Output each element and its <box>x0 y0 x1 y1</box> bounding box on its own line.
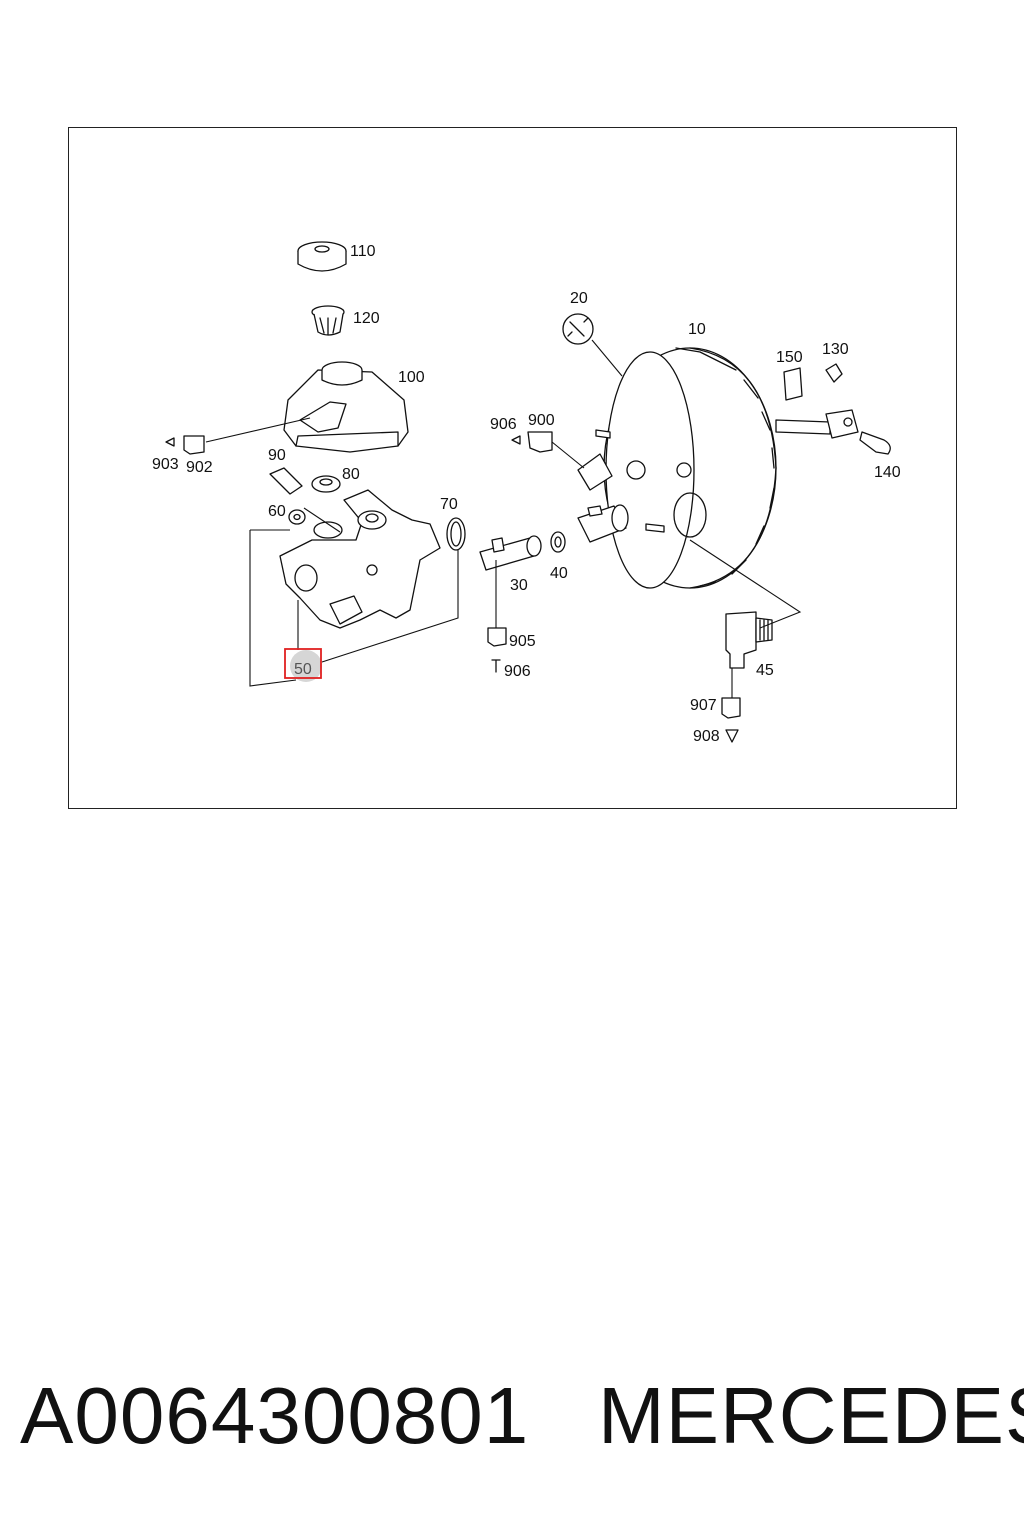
part-pushrod <box>775 363 891 455</box>
parts-diagram: 110 120 100 20 10 150 130 906 900 903 90… <box>152 241 901 745</box>
parts-diagram-frame <box>68 127 957 809</box>
label-20: 20 <box>570 290 588 307</box>
highlight-disc <box>290 650 322 682</box>
part-905-connector <box>487 627 507 673</box>
label-60: 60 <box>268 503 286 520</box>
part-110-cap <box>297 241 347 272</box>
label-900: 900 <box>528 412 555 429</box>
label-50: 50 <box>294 661 312 678</box>
part-100-reservoir <box>283 361 409 453</box>
label-905: 905 <box>509 633 536 650</box>
part-80-grommet <box>311 475 341 493</box>
part-50-master-cylinder <box>279 489 441 629</box>
label-120: 120 <box>353 310 380 327</box>
label-70: 70 <box>440 496 458 513</box>
label-80: 80 <box>342 466 360 483</box>
part-10-brake-booster <box>595 347 777 589</box>
label-10: 10 <box>688 321 706 338</box>
footer: A0064300801 MERCEDES <box>0 1370 1024 1480</box>
highlight-box <box>284 648 322 679</box>
part-907-connector <box>721 697 741 719</box>
part-number: A0064300801 <box>20 1371 530 1460</box>
part-120-strainer <box>311 305 345 336</box>
label-906-upper: 906 <box>490 416 517 433</box>
part-booster-valve <box>577 504 629 543</box>
part-90-bolt <box>269 467 303 495</box>
label-907: 907 <box>690 697 717 714</box>
part-45-vacuum-sensor <box>725 611 773 669</box>
label-150: 150 <box>776 349 803 366</box>
leader-lines <box>205 339 802 698</box>
highlighted-part-50[interactable]: 50 <box>284 648 322 682</box>
label-130: 130 <box>822 341 849 358</box>
label-110: 110 <box>350 243 376 260</box>
label-100: 100 <box>398 369 425 386</box>
part-70-o-ring <box>446 517 466 551</box>
label-140: 140 <box>874 464 901 481</box>
part-40-seal <box>550 531 566 553</box>
part-30-pressure-sensor <box>479 535 542 571</box>
label-908: 908 <box>693 728 720 745</box>
label-906-lower: 906 <box>504 663 531 680</box>
label-30: 30 <box>510 577 528 594</box>
part-900-sensor-plug <box>511 431 613 491</box>
label-40: 40 <box>550 565 568 582</box>
label-90: 90 <box>268 447 286 464</box>
brand-name: MERCEDES <box>598 1371 1024 1460</box>
label-903: 903 <box>152 456 179 473</box>
label-902: 902 <box>186 459 213 476</box>
label-45: 45 <box>756 662 774 679</box>
part-60-nut <box>288 509 306 525</box>
part-908-clip <box>725 729 739 743</box>
part-902-connector <box>165 435 205 455</box>
wrench-icon <box>562 313 594 345</box>
